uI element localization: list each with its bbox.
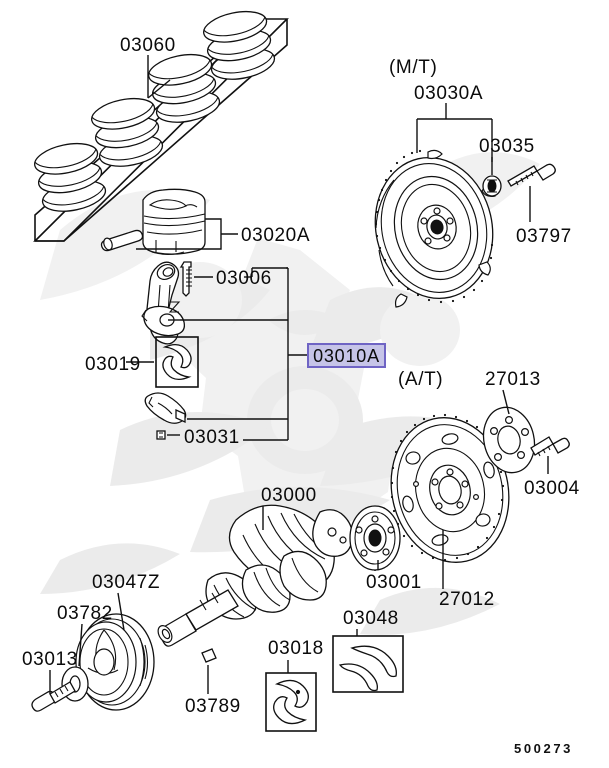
label-03006: 03006 — [216, 268, 272, 289]
leader-03047Z — [117, 592, 125, 631]
label-03048: 03048 — [343, 608, 399, 629]
label-03035: 03035 — [479, 136, 535, 157]
connecting-rod-bearing-box — [155, 336, 199, 388]
flexplate-bolt-drawing — [530, 436, 570, 457]
label-03060: 03060 — [120, 35, 176, 56]
leader-27013 — [502, 389, 510, 415]
crankshaft-drawing — [157, 504, 353, 647]
label-27013: 27013 — [485, 369, 541, 390]
highlighted-part-label: 03010A — [313, 345, 380, 366]
catalog-number: 500273 — [514, 741, 573, 756]
label-03789: 03789 — [185, 696, 241, 717]
leader-03060-b — [147, 79, 171, 99]
label-03030A: 03030A — [414, 83, 483, 104]
flexplate-ring-drawing — [482, 406, 536, 474]
label-03031: 03031 — [184, 427, 240, 448]
label-03018: 03018 — [268, 638, 324, 659]
label-03013: 03013 — [22, 649, 78, 670]
label-03000: 03000 — [261, 485, 317, 506]
thrust-washer-box — [332, 635, 404, 693]
pulley-bolt-drawing — [31, 681, 76, 712]
drive-plate-drawing — [349, 505, 401, 571]
label-27012: 27012 — [439, 589, 495, 610]
label-03019: 03019 — [85, 354, 141, 375]
label-automatic-transmission: (A/T) — [398, 369, 443, 390]
flywheel-bolt-drawing — [507, 163, 556, 187]
main-bearing-box — [265, 672, 317, 732]
piston-rings — [34, 10, 276, 212]
label-03797: 03797 — [516, 226, 572, 247]
assembly-bracket-03010A — [168, 267, 307, 441]
flexplate-drawing — [390, 413, 510, 563]
label-03004: 03004 — [524, 478, 580, 499]
leader-03782 — [78, 623, 83, 667]
crank-pulley-drawing — [75, 613, 155, 711]
leader-03001 — [374, 560, 379, 571]
label-03001: 03001 — [366, 572, 422, 593]
label-03020A: 03020A — [241, 225, 310, 246]
piston-assembly-drawing — [100, 188, 206, 256]
label-03782: 03782 — [57, 603, 113, 624]
connecting-rod-cap-drawing — [144, 392, 187, 440]
label-manual-transmission: (M/T) — [389, 57, 437, 78]
connecting-rod-drawing — [141, 261, 192, 345]
highlighted-part-callout[interactable]: 03010A — [307, 343, 386, 368]
crank-key-drawing — [201, 648, 217, 663]
label-03047Z: 03047Z — [92, 572, 160, 593]
pilot-bearing-drawing — [482, 175, 502, 197]
